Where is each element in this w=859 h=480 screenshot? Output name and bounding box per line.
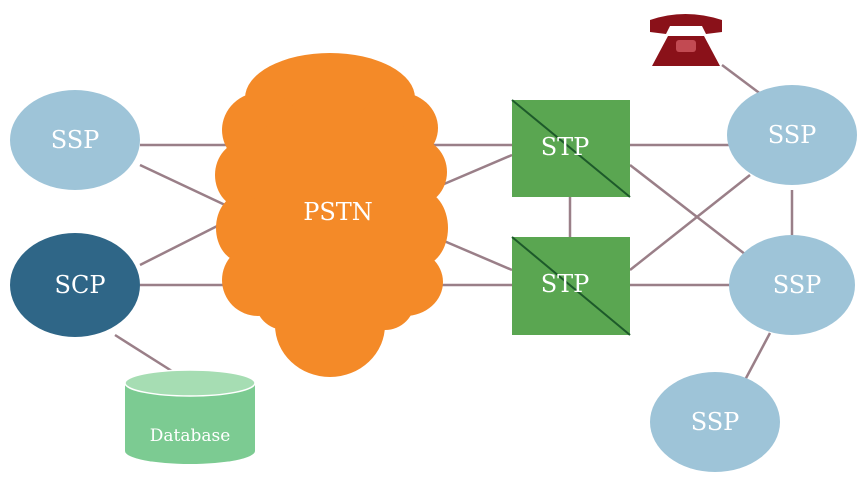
stp-bottom-diagonal bbox=[511, 236, 631, 336]
link-ssp-mid-right-ssp-bottom-right bbox=[743, 332, 772, 381]
link-ssp-left-pstn-b bbox=[139, 163, 241, 214]
ssp-top-right-label: SSP bbox=[768, 121, 817, 149]
database-label: Database bbox=[150, 426, 231, 446]
pstn-cloud: PSTN bbox=[215, 53, 448, 377]
stp-bottom-label: STP bbox=[541, 270, 590, 298]
ssp-top-left: SSP bbox=[10, 90, 140, 190]
pstn-label: PSTN bbox=[303, 198, 373, 226]
ssp-mid-right: SSP bbox=[729, 235, 855, 335]
links bbox=[114, 64, 794, 381]
scp-node: SCP bbox=[10, 233, 140, 337]
ssp-top-right: SSP bbox=[727, 85, 857, 185]
ssp-mid-right-label: SSP bbox=[773, 271, 822, 299]
stp-top-label: STP bbox=[541, 133, 590, 161]
ssp-bottom-right: SSP bbox=[650, 372, 780, 472]
telephone-icon bbox=[650, 14, 722, 66]
ssp-top-left-label: SSP bbox=[51, 126, 100, 154]
stp-top-diagonal bbox=[511, 99, 631, 198]
database-node: Database bbox=[124, 369, 256, 464]
link-stp-top-ssp-mid-right bbox=[629, 164, 751, 259]
link-phone-ssp-top-right bbox=[721, 64, 763, 96]
scp-label: SCP bbox=[55, 271, 106, 299]
link-scp-database bbox=[114, 333, 176, 375]
stp-top: STP bbox=[511, 99, 631, 198]
stp-bottom: STP bbox=[511, 236, 631, 336]
ssp-bottom-right-label: SSP bbox=[691, 408, 740, 436]
link-stp-bottom-ssp-top-right bbox=[629, 174, 751, 271]
